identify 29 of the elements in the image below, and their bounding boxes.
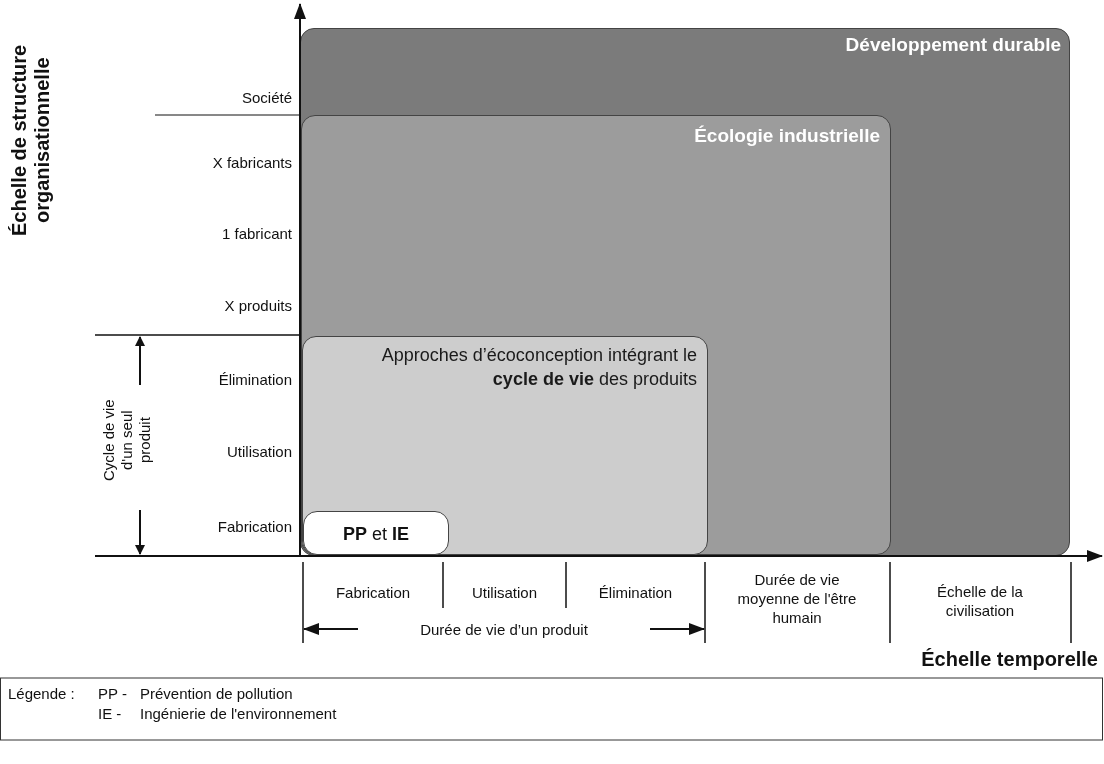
scope-title: Écologie industrielle bbox=[694, 124, 880, 148]
axis-title: Échelle temporelle bbox=[920, 650, 1098, 669]
abbreviation-text: PP - bbox=[98, 684, 128, 703]
scope-title: Approches d’écoconception intégrant le cycle de vie des produits bbox=[380, 344, 697, 391]
scope-title: Développement durable bbox=[845, 33, 1061, 57]
axis-label: Fabrication bbox=[334, 583, 412, 602]
axis-label: Élimination bbox=[597, 583, 674, 602]
scope-box bbox=[300, 28, 1070, 556]
axis-label: Cycle de vie d'un seul produit bbox=[100, 398, 154, 483]
abbreviation-text: IE - bbox=[98, 704, 123, 723]
axis-title: Échelle de structure organisationnelle bbox=[8, 43, 54, 238]
axis-label: Utilisation bbox=[471, 583, 538, 602]
axis-label: Échelle de la civilisation bbox=[936, 582, 1024, 620]
axis-label: Utilisation bbox=[225, 442, 292, 461]
axis-label: Fabrication bbox=[216, 517, 292, 536]
axis-label: X produits bbox=[223, 296, 292, 315]
axis-label: Durée de vie d’un produit bbox=[419, 620, 589, 639]
scope-box bbox=[301, 115, 891, 555]
scope-box bbox=[303, 511, 449, 555]
axis-label: 1 fabricant bbox=[220, 224, 292, 243]
axis-label: Durée de vie moyenne de l'être humain bbox=[737, 570, 857, 627]
axis-label: Élimination bbox=[217, 370, 292, 389]
scope-box bbox=[302, 336, 708, 555]
note-text: Ingénierie de l'environnement bbox=[140, 704, 338, 723]
scope-title: PP et IE bbox=[341, 523, 410, 546]
note-text: Prévention de pollution bbox=[140, 684, 294, 703]
axis-label: X fabricants bbox=[211, 153, 292, 172]
note-text: Légende : bbox=[8, 684, 76, 703]
axis-label: Société bbox=[240, 88, 292, 107]
